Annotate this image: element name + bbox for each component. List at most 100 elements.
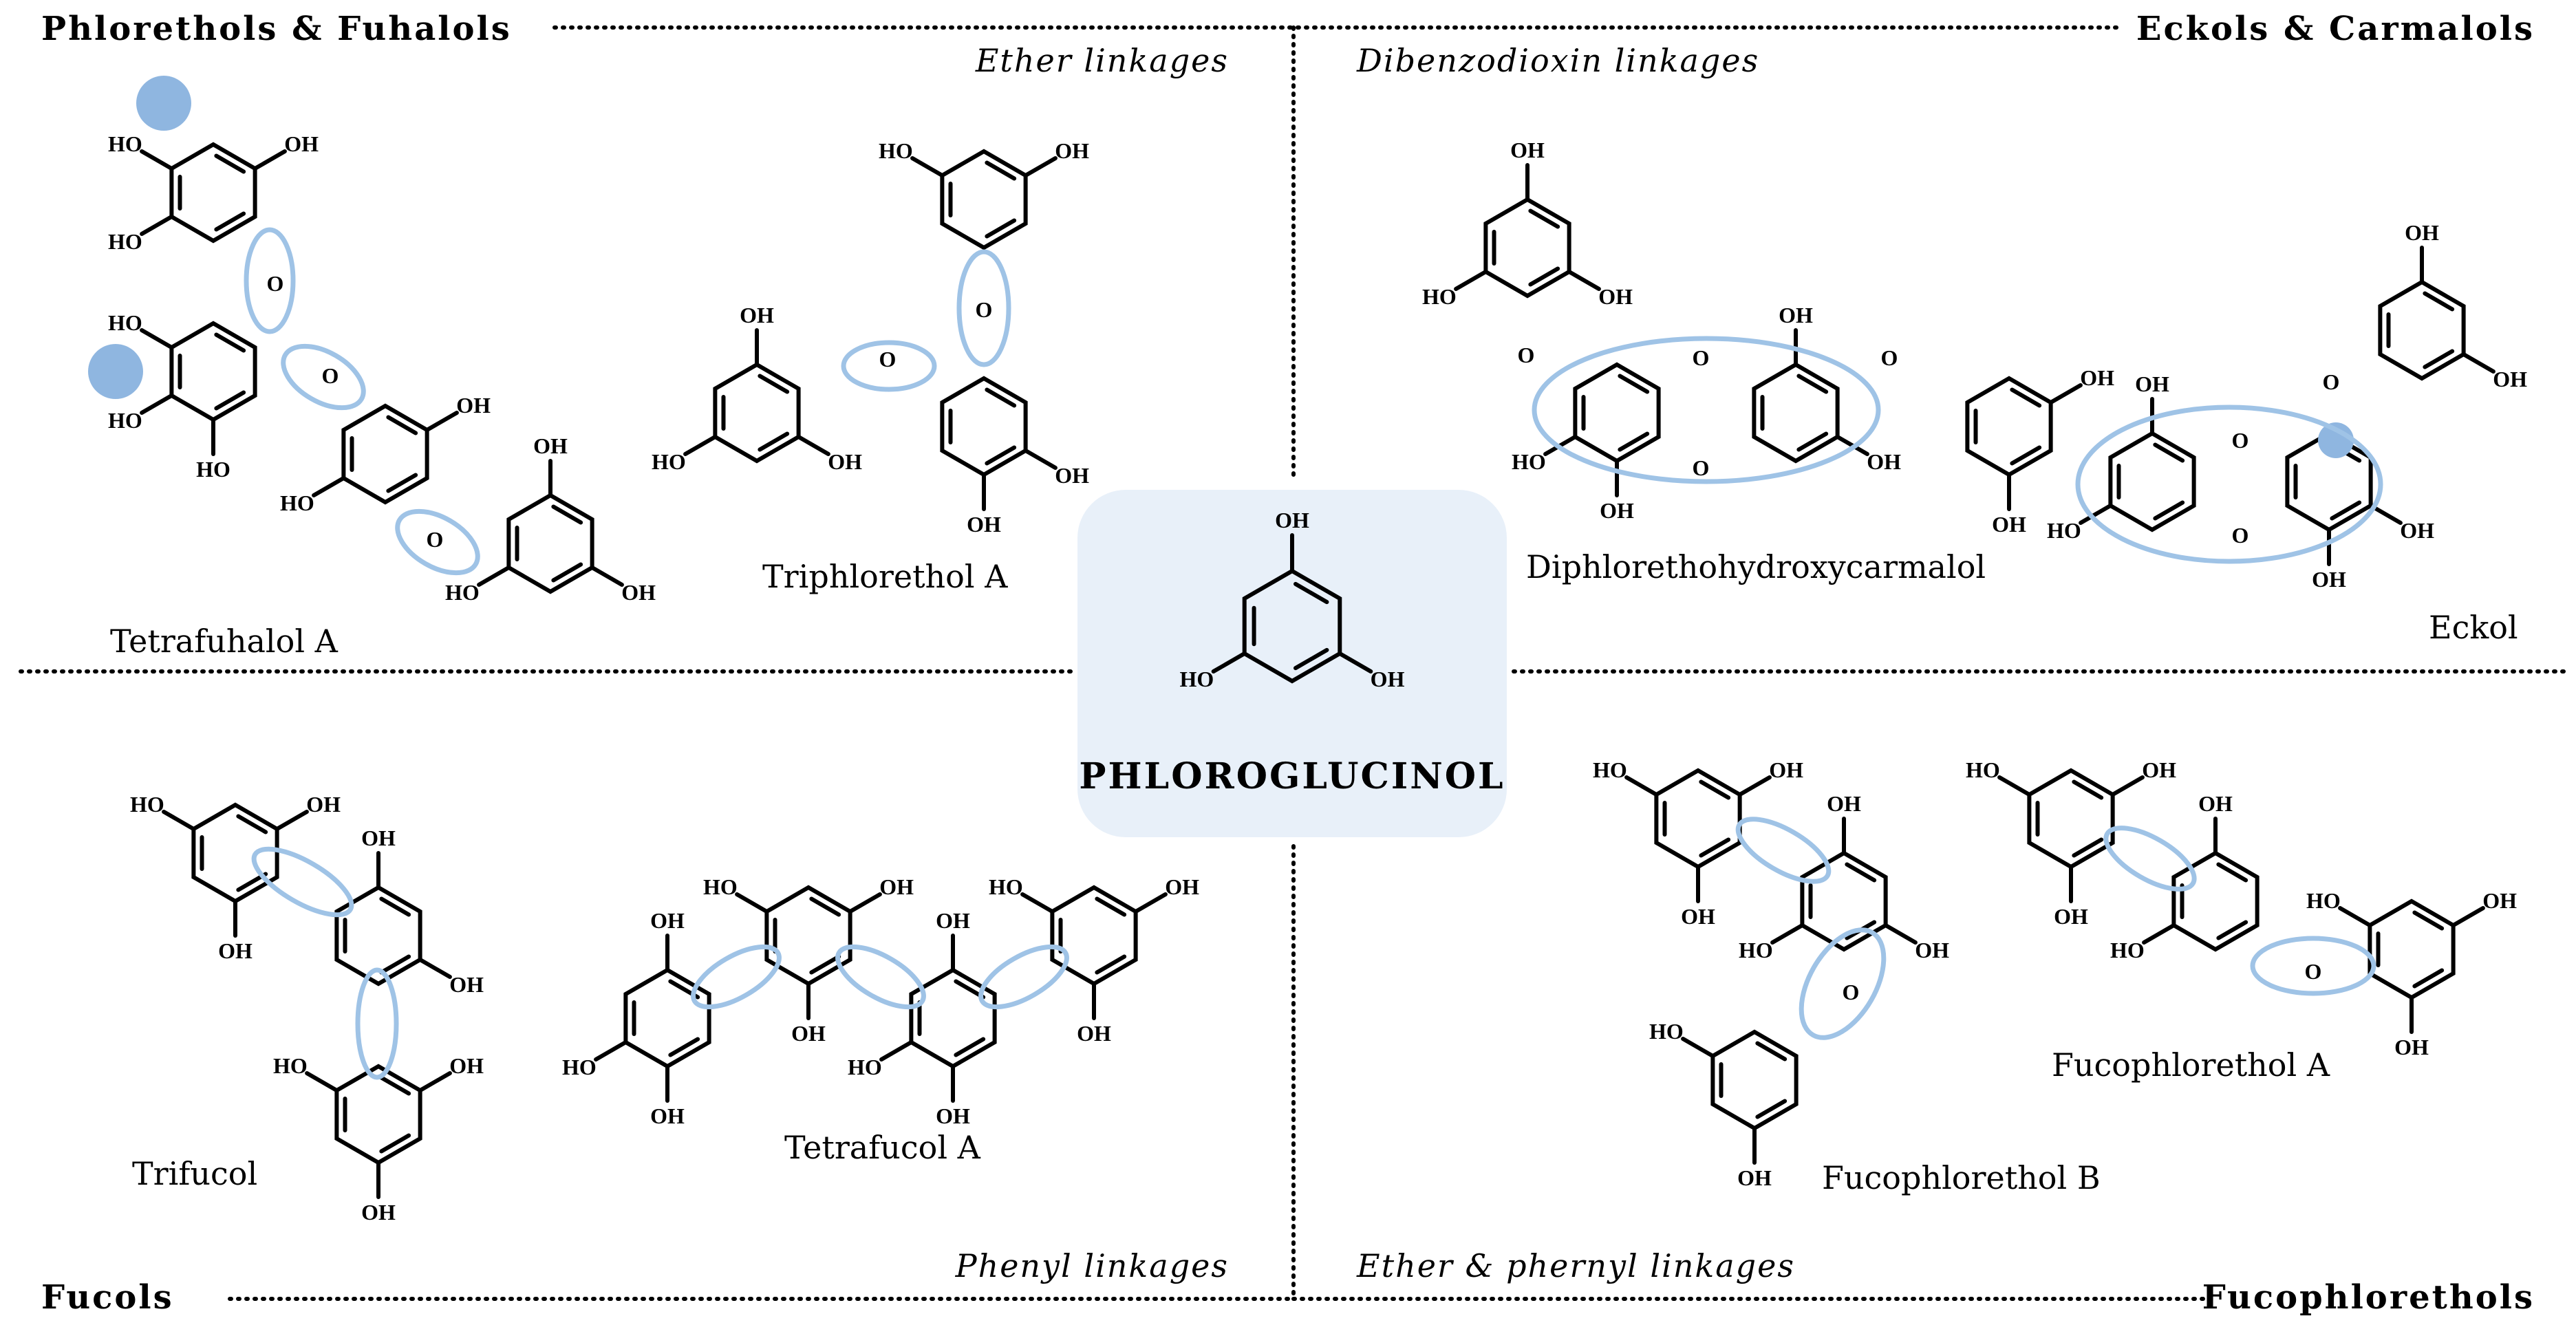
phloroglucinol-oh-left: HO: [1180, 667, 1214, 691]
eckol-oh2-bond: [2461, 352, 2496, 374]
dphc-ring-right-ring: [1752, 362, 1840, 464]
phloroglucinol-ring: [1242, 568, 1342, 684]
tetrafuhalol-ring4-double-bond: [551, 562, 583, 583]
fpa-ring2-ring: [2171, 850, 2260, 952]
tetrafuhalol-oh7-bond: [425, 411, 459, 432]
triphlorethol-o2: O: [879, 347, 897, 371]
tetrafuhalol-ring3-double-bond: [386, 473, 418, 493]
label-ether-linkages: Ether linkages: [975, 42, 1229, 79]
dphc-oh3: OH: [1598, 284, 1633, 309]
tetrafucol-ho-a2-bond: [594, 1040, 628, 1062]
fpa-ho1: HO: [1966, 757, 2000, 782]
triphlorethol-ho2-bond: [910, 156, 945, 177]
tetrafuhalol-ho4-bond: [140, 328, 174, 349]
fpa-oh7: OH: [2482, 888, 2517, 913]
trifucol-oh5-bond: [418, 958, 452, 979]
fpa-ho1-bond: [1997, 775, 2032, 797]
name-trifucol: Trifucol: [132, 1155, 257, 1192]
triphlorethol-ring2-double-bond: [985, 387, 1017, 408]
dphc-oh8: OH: [2080, 365, 2114, 390]
fpb-oh5: OH: [1915, 938, 1949, 962]
triphlorethol-ring3-ring: [713, 362, 801, 464]
dphc-ring-top-double-bond: [1528, 208, 1560, 229]
fpb-ring1-double-bond: [1699, 779, 1731, 800]
fpa-hl-ether: [2250, 936, 2376, 996]
trifucol-ring3-ring: [334, 1064, 422, 1165]
dphc-oh6: OH: [1779, 303, 1813, 327]
fpa-oh3: OH: [2054, 904, 2088, 929]
name-fucophlorethol-b: Fucophlorethol B: [1822, 1159, 2101, 1196]
tetrafucol-hl-phenyl1: [691, 944, 782, 1010]
tetrafuhalol-o2: O: [322, 363, 339, 388]
fpa-ring3-double-bond: [2412, 910, 2445, 931]
name-fucophlorethol-a: Fucophlorethol A: [2052, 1046, 2330, 1084]
fpb-ring3-ring: [1710, 1029, 1799, 1131]
eckol-hl-fill: [2318, 422, 2354, 458]
triphlorethol-ring1-ring: [940, 149, 1028, 250]
name-tetrafucol-a: Tetrafucol A: [784, 1129, 981, 1166]
tetrafucol-ring2-double-bond: [809, 896, 841, 917]
trifucol-ring2-ring: [334, 885, 422, 987]
dphc-o-dioxin2: O: [1693, 455, 1710, 480]
name-tetrafuhalol-a: Tetrafuhalol A: [110, 623, 339, 660]
trifucol-oh7: OH: [449, 1053, 484, 1078]
fpa-oh7-bond: [2451, 906, 2485, 927]
fpb-o-ether: O: [1843, 980, 1860, 1004]
tetrafuhalol-ring1-double-bond: [214, 153, 246, 174]
triphlorethol-oh4: OH: [967, 512, 1001, 537]
tetrafuhalol-ring3-ring: [341, 403, 429, 505]
name-diphlorethohydroxycarmalol: Diphlorethohydroxycarmalol: [1526, 548, 1986, 585]
dphc-ring-left-double-bond: [1618, 374, 1650, 394]
fpb-ho6: HO: [1739, 938, 1773, 962]
eckol-ring-right-double-bond: [2330, 500, 2362, 521]
dphc-o-ether1: O: [1518, 343, 1535, 367]
tetrafucol-ring1-double-bond: [668, 1037, 700, 1057]
tetrafuhalol-ho4: HO: [108, 310, 142, 335]
fpb-oh3: OH: [1681, 904, 1715, 929]
phloroglucinol-oh-left-bond: [1211, 651, 1247, 674]
tetrafuhalol-ho8-bond: [312, 476, 346, 497]
fpb-ring2-double-bond: [1845, 862, 1877, 883]
trifucol-ring2-double-bond: [379, 954, 411, 975]
triphlorethol-oh1-bond: [1023, 156, 1058, 177]
tetrafucol-ring4-double-bond: [1095, 954, 1127, 975]
trifucol-ho1-bond: [162, 810, 196, 831]
tetrafucol-oh-a1: OH: [650, 908, 685, 933]
eckol-ring-left-double-bond: [2153, 442, 2185, 463]
eckol-oh1: OH: [2405, 220, 2439, 245]
name-eckol: Eckol: [2429, 609, 2518, 646]
triphlorethol-ring2-double-bond: [985, 445, 1017, 466]
trifucol-oh8: OH: [361, 1200, 396, 1225]
triphlorethol-oh3: OH: [1055, 463, 1089, 488]
title-eckols-carmalols: Eckols & Carmalols: [2136, 10, 2535, 48]
tetrafuhalol-ho5-bond: [140, 394, 174, 415]
eckol-ring-top-double-bond: [2423, 291, 2455, 312]
trifucol-hl-phenyl2: [355, 967, 399, 1080]
triphlorethol-ring3-double-bond: [758, 374, 790, 394]
tetrafuhalol-ring2-double-bond: [214, 390, 246, 411]
tetrafucol-oh-b2-bond: [848, 892, 882, 914]
tetrafuhalol-oh7: OH: [456, 393, 491, 418]
fpb-ho1-bond: [1624, 775, 1659, 797]
tetrafuhalol-ho8: HO: [280, 491, 314, 515]
eckol-oh3: OH: [2135, 371, 2169, 396]
tetrafucol-oh-c1: OH: [936, 908, 970, 933]
tetrafucol-ho-b1: HO: [703, 874, 738, 899]
eckol-ring-left-ring: [2108, 431, 2196, 532]
tetrafuhalol-ho1: HO: [108, 131, 142, 156]
dphc-ring-left-ring: [1573, 362, 1661, 464]
eckol-oh5: OH: [2400, 518, 2434, 543]
fpb-ho6-bond: [1770, 923, 1805, 945]
triphlorethol-oh3-bond: [1023, 449, 1058, 470]
name-triphlorethol-a: Triphlorethol A: [762, 558, 1008, 595]
fpa-hl-phenyl: [2103, 826, 2197, 892]
tetrafuhalol-oh2: OH: [284, 131, 319, 156]
tetrafuhalol-hl-fill2: [88, 344, 143, 399]
